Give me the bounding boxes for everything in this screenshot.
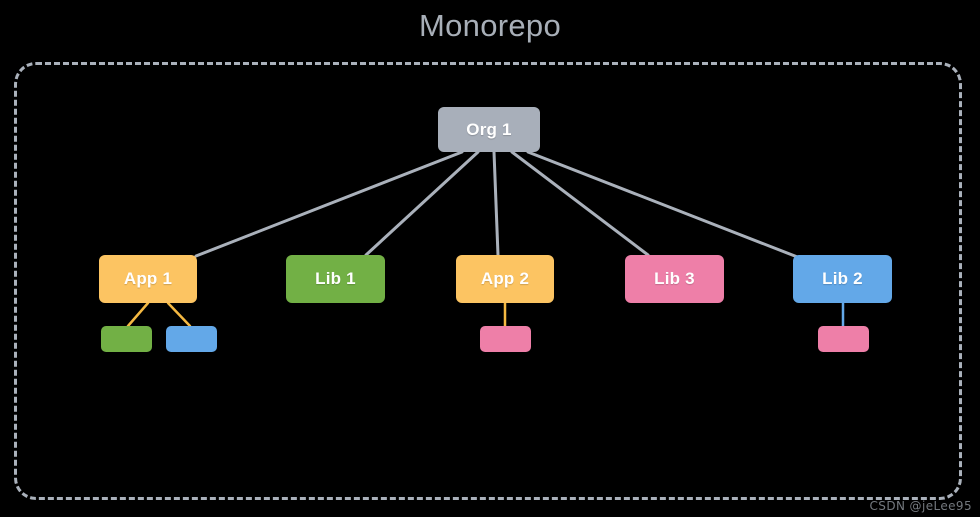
node-label: Lib 1 (315, 269, 356, 288)
edge-org1-to-lib2 (526, 150, 802, 260)
edge-app1-to-app1-child-b (166, 301, 192, 328)
node-label: App 1 (123, 269, 173, 288)
node-label: Org 1 (466, 119, 512, 139)
node-lib3[interactable]: Lib 3 (625, 255, 724, 303)
edge-org1-to-app1 (194, 150, 464, 258)
node-label: Lib 2 (822, 269, 863, 288)
monorepo-boundary (14, 62, 962, 500)
node-app2[interactable]: App 2 (456, 255, 554, 303)
node-label: App 2 (480, 269, 530, 288)
node-org1[interactable]: Org 1 (438, 107, 540, 152)
leaf-app2-child-a[interactable] (480, 326, 531, 352)
leaf-app1-child-a[interactable] (101, 326, 152, 352)
watermark: CSDN @jeLee95 (869, 499, 972, 513)
edge-org1-to-lib1 (364, 150, 480, 257)
leaf-app1-child-b[interactable] (166, 326, 217, 352)
edge-org1-to-lib3 (510, 150, 650, 257)
edge-app1-to-app1-child-a (126, 301, 150, 328)
leaf-lib2-child-a[interactable] (818, 326, 869, 352)
node-app1[interactable]: App 1 (99, 255, 197, 303)
node-label: Lib 3 (654, 269, 695, 288)
node-lib2[interactable]: Lib 2 (793, 255, 892, 303)
edge-org1-to-app2 (492, 150, 500, 257)
page-title: Monorepo (419, 8, 561, 43)
node-lib1[interactable]: Lib 1 (286, 255, 385, 303)
